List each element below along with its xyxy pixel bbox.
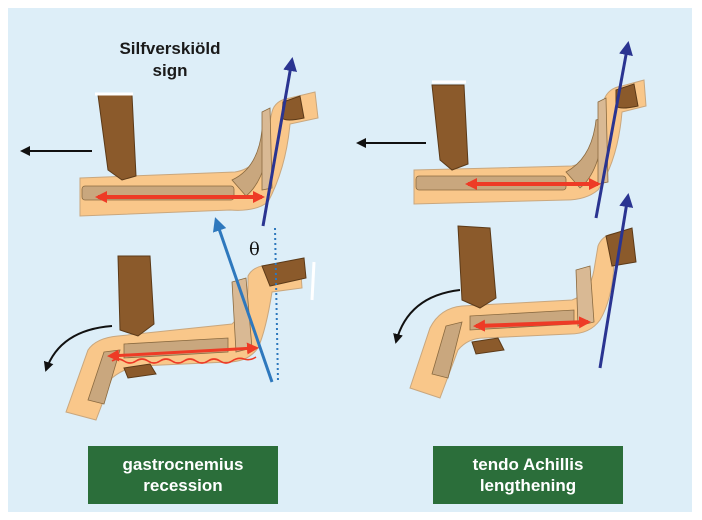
procedure-label-line: recession (143, 475, 222, 496)
sign-label-line-2: sign (95, 60, 245, 82)
silfverskiold-sign-label: Silfverskiöld sign (95, 38, 245, 82)
vertical-reference-line (275, 228, 278, 382)
procedure-label-line: lengthening (480, 475, 576, 496)
gastrocnemius-recession-label: gastrocnemius recession (88, 446, 278, 504)
procedure-label-line: tendo Achillis (473, 454, 584, 475)
procedure-label-line: gastrocnemius (123, 454, 244, 475)
sign-label-line-1: Silfverskiöld (95, 38, 245, 60)
leg-flexed-right (410, 226, 636, 398)
angle-theta-label: θ (249, 239, 260, 260)
tendo-achillis-lengthening-label: tendo Achillis lengthening (433, 446, 623, 504)
